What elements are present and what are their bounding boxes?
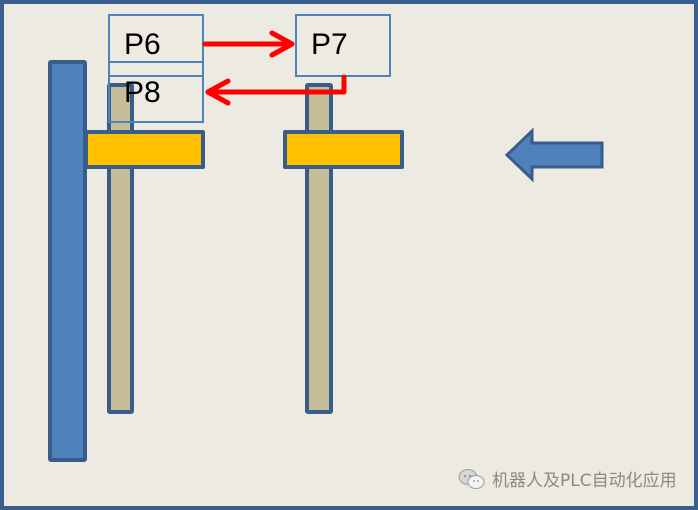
big-vertical-bar — [48, 60, 87, 462]
gripper-right — [283, 130, 404, 169]
arrow-p6-to-p7 — [202, 30, 295, 58]
watermark-text: 机器人及PLC自动化应用 — [492, 471, 677, 491]
point-label-p7: P7 — [311, 28, 348, 61]
gripper-left — [84, 130, 205, 169]
point-label-p6: P6 — [124, 28, 161, 61]
point-label-p8: P8 — [124, 76, 161, 109]
point-box-p8-divider — [108, 75, 204, 77]
wechat-icon — [458, 468, 485, 489]
arrow-p7-to-p8 — [205, 74, 347, 106]
watermark: 机器人及PLC自动化应用 — [458, 466, 677, 491]
point-box-p8 — [108, 61, 204, 123]
direction-arrow-left-icon — [504, 127, 604, 183]
